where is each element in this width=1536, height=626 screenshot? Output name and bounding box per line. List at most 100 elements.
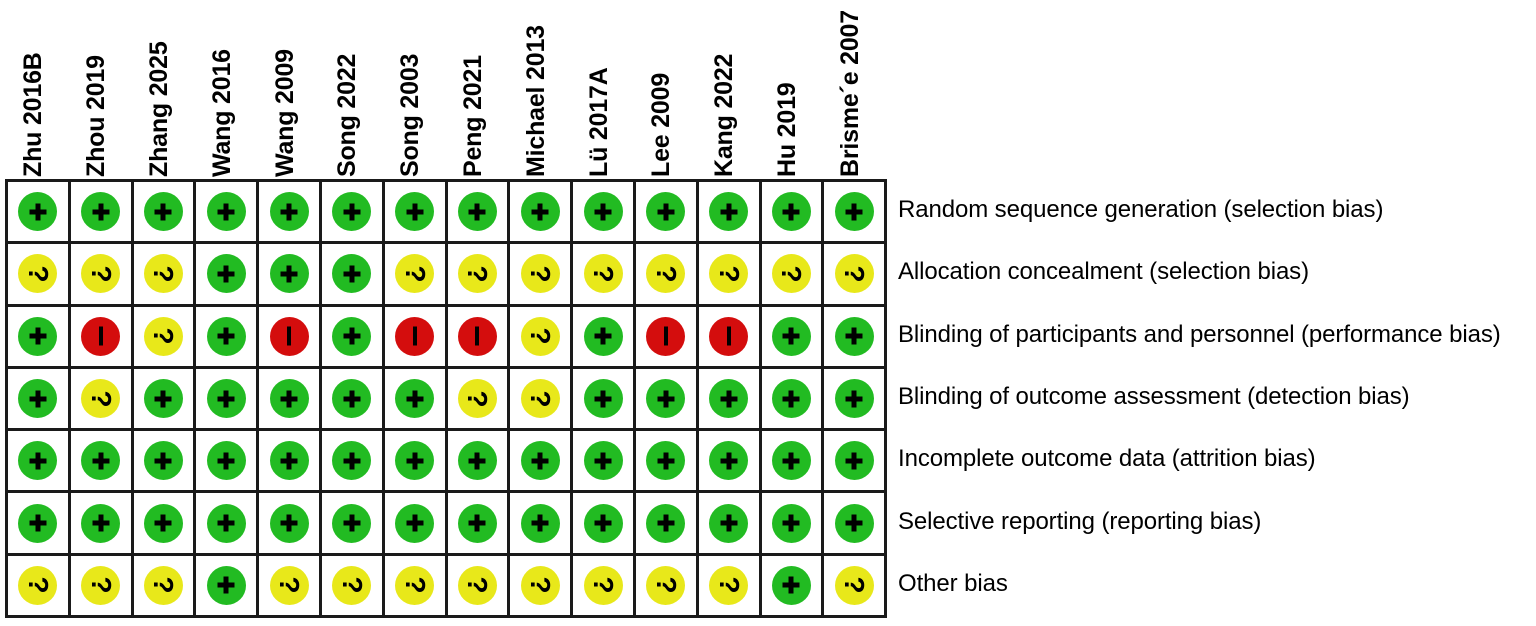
judgement-unclear-icon <box>269 565 309 605</box>
risk-of-bias-grid <box>5 179 888 619</box>
risk-cell <box>259 493 322 556</box>
judgement-unclear-icon <box>81 565 121 605</box>
row-label: Incomplete outcome data (attrition bias) <box>898 445 1316 473</box>
risk-cell <box>321 431 385 494</box>
risk-cell <box>384 493 448 556</box>
risk-cell <box>8 306 71 369</box>
column-header: Zhou 2019 <box>68 0 131 179</box>
risk-cell <box>573 182 636 245</box>
column-header-label: Lü 2017A <box>584 67 613 177</box>
risk-cell <box>8 555 71 619</box>
risk-cell <box>133 431 197 494</box>
risk-cell <box>698 493 762 556</box>
judgement-low-icon <box>143 503 183 543</box>
column-header-label: Michael 2013 <box>521 25 550 177</box>
judgement-low-icon <box>81 503 121 543</box>
judgement-unclear-icon <box>834 565 874 605</box>
column-header: Brisme´e 2007 <box>821 0 884 179</box>
risk-cell <box>384 182 448 245</box>
risk-cell <box>8 244 71 307</box>
risk-cell <box>384 244 448 307</box>
risk-cell <box>824 182 888 245</box>
judgement-unclear-icon <box>143 316 183 356</box>
risk-cell <box>259 244 322 307</box>
risk-cell <box>384 555 448 619</box>
risk-cell <box>259 431 322 494</box>
judgement-low-icon <box>206 379 246 419</box>
judgement-unclear-icon <box>583 565 623 605</box>
column-header-label: Song 2022 <box>333 53 362 177</box>
judgement-low-icon <box>206 565 246 605</box>
judgement-high-icon <box>395 316 435 356</box>
risk-cell <box>573 493 636 556</box>
judgement-low-icon <box>646 379 686 419</box>
judgement-unclear-icon <box>81 379 121 419</box>
judgement-low-icon <box>583 441 623 481</box>
risk-cell <box>321 182 385 245</box>
risk-cell <box>196 431 260 494</box>
risk-cell <box>510 493 574 556</box>
column-header-label: Zhou 2019 <box>82 55 111 177</box>
risk-cell <box>824 306 888 369</box>
column-header-label: Zhu 2016B <box>19 52 48 177</box>
risk-cell <box>824 555 888 619</box>
judgement-low-icon <box>332 441 372 481</box>
judgement-low-icon <box>18 316 58 356</box>
risk-cell <box>573 555 636 619</box>
judgement-low-icon <box>332 503 372 543</box>
judgement-low-icon <box>18 192 58 232</box>
risk-cell <box>510 431 574 494</box>
judgement-low-icon <box>332 379 372 419</box>
judgement-unclear-icon <box>457 379 497 419</box>
risk-cell <box>635 493 699 556</box>
risk-cell <box>761 431 825 494</box>
risk-cell <box>573 368 636 432</box>
judgement-low-icon <box>269 192 309 232</box>
risk-cell <box>196 244 260 307</box>
row-label: Allocation concealment (selection bias) <box>898 258 1309 286</box>
column-header: Peng 2021 <box>445 0 508 179</box>
risk-cell <box>8 368 71 432</box>
risk-cell <box>8 431 71 494</box>
judgement-unclear-icon <box>520 254 560 294</box>
risk-cell <box>196 555 260 619</box>
judgement-low-icon <box>395 503 435 543</box>
judgement-low-icon <box>583 192 623 232</box>
risk-cell <box>259 368 322 432</box>
judgement-low-icon <box>583 503 623 543</box>
column-header-label: Wang 2009 <box>270 49 299 177</box>
risk-cell <box>698 431 762 494</box>
risk-cell <box>824 368 888 432</box>
risk-cell <box>635 182 699 245</box>
risk-cell <box>447 368 511 432</box>
column-header: Hu 2019 <box>759 0 822 179</box>
judgement-low-icon <box>457 192 497 232</box>
risk-cell <box>196 182 260 245</box>
risk-cell <box>133 244 197 307</box>
judgement-low-icon <box>520 192 560 232</box>
risk-cell <box>761 555 825 619</box>
judgement-low-icon <box>269 503 309 543</box>
risk-cell <box>321 244 385 307</box>
judgement-low-icon <box>583 379 623 419</box>
row-label-column: Random sequence generation (selection bi… <box>898 179 1536 615</box>
risk-cell <box>510 555 574 619</box>
judgement-low-icon <box>771 441 811 481</box>
judgement-unclear-icon <box>520 379 560 419</box>
judgement-low-icon <box>771 565 811 605</box>
judgement-low-icon <box>834 379 874 419</box>
judgement-high-icon <box>81 316 121 356</box>
judgement-low-icon <box>709 503 749 543</box>
risk-cell <box>384 306 448 369</box>
judgement-unclear-icon <box>332 565 372 605</box>
judgement-low-icon <box>206 254 246 294</box>
risk-cell <box>70 182 134 245</box>
risk-cell <box>698 555 762 619</box>
judgement-low-icon <box>834 503 874 543</box>
risk-cell <box>8 493 71 556</box>
column-header: Kang 2022 <box>696 0 759 179</box>
judgement-unclear-icon <box>709 565 749 605</box>
risk-cell <box>133 555 197 619</box>
risk-cell <box>259 306 322 369</box>
column-header: Zhang 2025 <box>131 0 194 179</box>
